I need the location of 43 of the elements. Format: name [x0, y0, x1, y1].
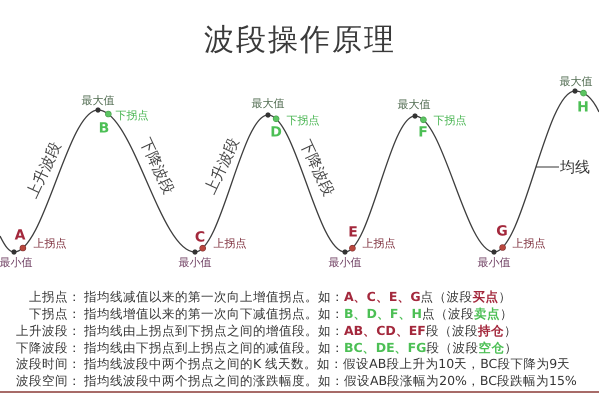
term-label: 波段时间：: [16, 357, 81, 371]
term-label: 波段空间：: [16, 374, 81, 388]
definition-text: 指均线波段中两个拐点之间的K 线天数。如：假设AB段上升为10天，BC段下降为9天: [84, 357, 570, 371]
point-letter: C: [194, 230, 206, 246]
curve-line: [0, 90, 599, 253]
rising-segment-label: 上升波段: [202, 135, 242, 197]
point-letter: F: [418, 125, 428, 141]
term-label: 上升波段：: [16, 324, 81, 338]
rising-segment-label: 上升波段: [24, 139, 64, 201]
curve-label: 均线: [560, 158, 590, 176]
definition-text: 指均线增值以来的第一次向下减值拐点。如：B、D、F、H点（波段卖点）: [84, 307, 513, 321]
point-letter: G: [496, 224, 508, 240]
leader-line: [536, 166, 559, 168]
term-label: 下降波段：: [16, 341, 81, 355]
max-value-label: 最大值: [82, 94, 114, 108]
falling-segment-label: 下降波段: [296, 137, 338, 199]
max-value-label: 最大值: [560, 76, 592, 88]
point-letter: H: [577, 100, 589, 116]
term-label: 下拐点：: [29, 307, 81, 321]
point-letter: E: [348, 225, 358, 241]
max-value-label: 最大值: [398, 98, 430, 112]
upturn-point-label: 上拐点: [34, 238, 66, 250]
upturn-point-label: 上拐点: [512, 238, 546, 250]
term-label: 上拐点：: [29, 290, 81, 304]
title: 波段操作原理: [204, 24, 396, 56]
definition-text: 指均线波段中两个拐点之间的涨跌幅度。如：假设AB段涨幅为20%，BC段跌幅为15%: [84, 374, 577, 388]
max-value-label: 最大值: [252, 98, 284, 110]
upturn-point-label: 上拐点: [362, 238, 396, 250]
upturn-point-label: 上拐点: [214, 238, 246, 250]
downturn-point-label: 下拐点: [286, 114, 320, 128]
definition-text: 指均线减值以来的第一次向上增值拐点。如：A、C、E、G点（波段买点）: [84, 290, 512, 304]
min-value-label: 最小值: [478, 256, 510, 270]
min-value-label: 最小值: [178, 256, 212, 270]
min-value-label: 最小值: [0, 256, 32, 270]
downturn-point-label: 下拐点: [434, 114, 466, 128]
point-letter: A: [14, 228, 26, 244]
downturn-point-label: 下拐点: [116, 110, 148, 122]
point-letter: B: [98, 121, 110, 137]
definition-text: 指均线由下拐点到上拐点之间的减值段。如：BC、DE、FG段（波段空仓）: [84, 341, 518, 355]
definition-text: 指均线由上拐点到下拐点之间的增值段。如：AB、CD、EF段（波段持仓）: [84, 324, 517, 338]
point-letter: D: [270, 125, 282, 141]
falling-segment-label: 下降波段: [136, 135, 178, 197]
min-value-label: 最小值: [328, 256, 362, 270]
